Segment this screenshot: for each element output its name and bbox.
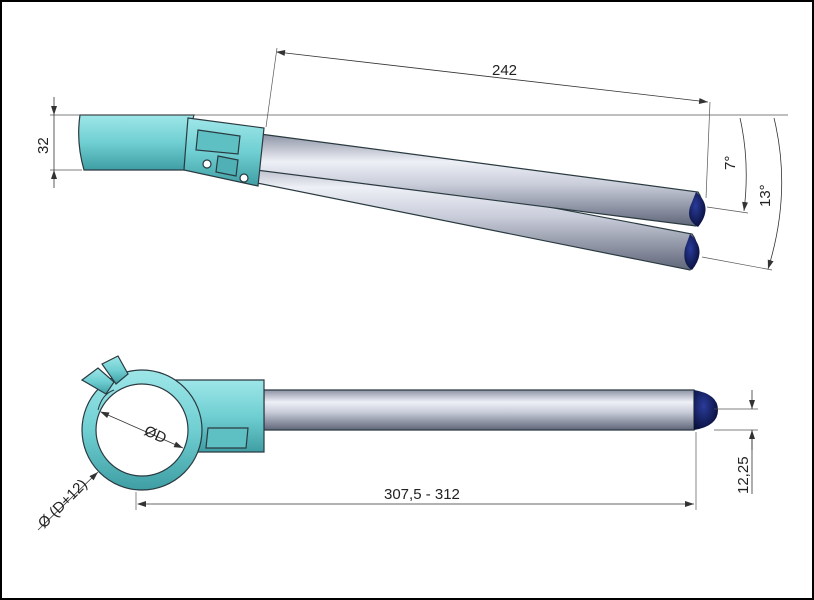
top-view: 242 32 7° 13° bbox=[35, 47, 788, 271]
dim-length-bottom: 307,5 - 312 bbox=[384, 486, 460, 503]
clamp-top bbox=[78, 114, 265, 187]
tube-upper bbox=[255, 133, 706, 227]
clamp-side bbox=[80, 355, 265, 491]
end-cap bbox=[684, 234, 700, 270]
dim-diameter-outer: Ø (D+12) bbox=[35, 476, 91, 532]
dim-angle-large: 13° bbox=[757, 184, 774, 207]
dim-offset: 12,25 bbox=[735, 456, 752, 494]
dim-height-clamp: 32 bbox=[35, 137, 52, 154]
end-cap bbox=[694, 390, 718, 430]
dim-length-top: 242 bbox=[492, 62, 517, 79]
end-cap bbox=[689, 192, 706, 227]
side-view: ØD Ø (D+12) 307,5 - 312 12,25 bbox=[35, 355, 758, 532]
dim-angle-small: 7° bbox=[722, 156, 739, 170]
tube-side bbox=[263, 389, 718, 431]
